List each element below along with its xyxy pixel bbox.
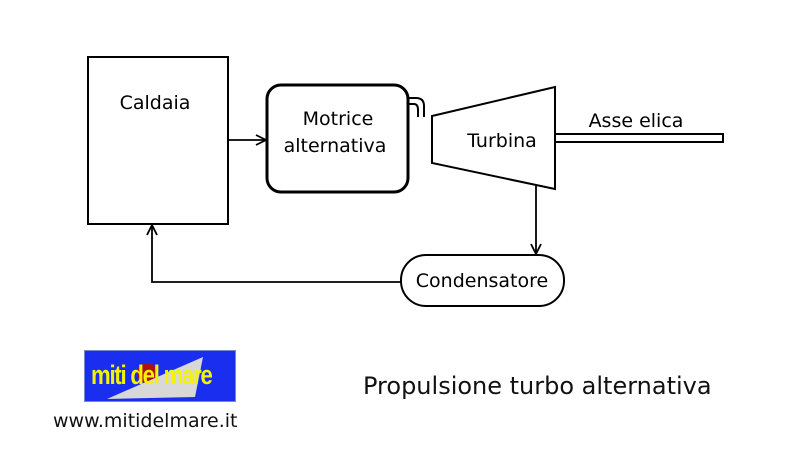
diagram-caption: Propulsione turbo alternativa: [363, 372, 712, 400]
node-turbina: Turbina: [431, 85, 556, 191]
logo-text: miti del mare: [91, 360, 213, 390]
node-caldaia: Caldaia: [87, 56, 229, 225]
asse-elica-label: Asse elica: [589, 110, 684, 132]
logo-sail-graphic: [107, 357, 203, 399]
edge-motrice-turbina-pipe: [408, 97, 425, 117]
miti-del-mare-logo: miti del mare: [84, 350, 236, 402]
asse-elica-shaft: Asse elica: [554, 110, 724, 143]
caldaia-label: Caldaia: [120, 92, 191, 114]
edge-condensatore-caldaia: [152, 225, 401, 283]
turbina-label: Turbina: [466, 130, 537, 152]
condensatore-label: Condensatore: [416, 270, 548, 292]
motrice-label-line2: alternativa: [284, 135, 387, 157]
node-condensatore: Condensatore: [400, 254, 565, 307]
motrice-label-line1: Motrice: [303, 108, 374, 130]
site-url: www.mitidelmare.it: [53, 410, 238, 432]
node-motrice-alternativa: Motrice alternativa: [265, 83, 410, 194]
